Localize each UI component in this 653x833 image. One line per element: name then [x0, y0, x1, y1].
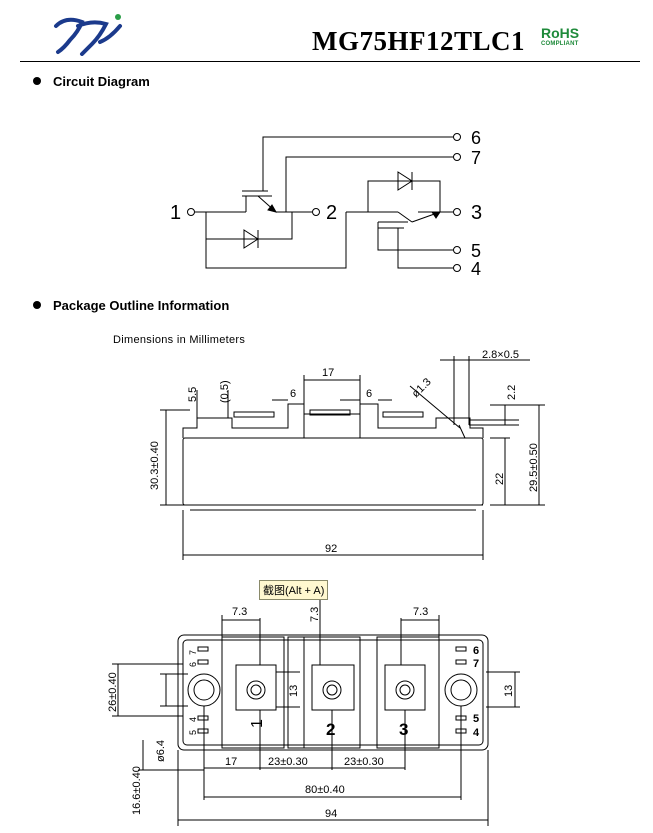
terminal-1-label: 1 — [170, 202, 181, 224]
dim-7p3-a: 7.3 — [232, 606, 247, 618]
pin-right-7: 7 — [473, 658, 479, 670]
dim-6a-side: 6 — [290, 388, 296, 400]
top-terminal-3: 3 — [399, 720, 408, 739]
header-rule — [20, 61, 640, 62]
dim-5p5: 5.5 — [187, 387, 199, 402]
rohs-badge: RoHS COMPLIANT — [541, 26, 579, 47]
dim-7p3-b: 7.3 — [309, 607, 321, 622]
dim-80: 80±0.40 — [305, 784, 345, 796]
dim-0p5: (0.5) — [219, 380, 231, 403]
pin-left-4: 4 — [188, 717, 198, 722]
dim-2p2: 2.2 — [506, 385, 518, 400]
terminal-2-label: 2 — [326, 202, 337, 224]
pin-right-6: 6 — [473, 645, 479, 657]
section-package-title: Package Outline Information — [53, 298, 230, 313]
rohs-label: RoHS — [541, 25, 580, 41]
bullet-icon — [33, 301, 41, 309]
dim-23-b: 23±0.30 — [344, 756, 384, 768]
terminal-6-label: 6 — [471, 128, 481, 148]
pin-right-4: 4 — [473, 727, 480, 739]
company-logo-icon — [54, 14, 122, 56]
section-circuit-title: Circuit Diagram — [53, 74, 150, 89]
section-circuit: Circuit Diagram — [33, 74, 150, 89]
dim-dia-6p4: ø6.4 — [155, 740, 167, 762]
terminal-3-label: 3 — [471, 202, 482, 224]
terminal-5-label: 5 — [471, 241, 481, 261]
dim-94: 94 — [325, 808, 337, 820]
dim-30p3: 30.3±0.40 — [149, 441, 161, 490]
dim-7p3-c: 7.3 — [413, 606, 428, 618]
screenshot-tooltip: 截图(Alt + A) — [259, 580, 329, 600]
dim-16p6: 16.6±0.40 — [131, 766, 143, 815]
terminal-4-label: 4 — [471, 259, 481, 279]
pin-left-7: 7 — [188, 650, 198, 655]
dim-17-top: 17 — [225, 756, 237, 768]
pin-right-5: 5 — [473, 713, 479, 725]
dim-2p8: 2.8×0.5 — [482, 349, 519, 361]
dim-13-a: 13 — [288, 685, 300, 697]
dim-17-side: 17 — [322, 367, 334, 379]
dim-29p5: 29.5±0.50 — [528, 443, 540, 492]
pin-left-6: 6 — [188, 662, 198, 667]
dim-26: 26±0.40 — [107, 672, 119, 712]
part-number: MG75HF12TLC1 — [312, 26, 525, 56]
top-terminal-1: 1 — [249, 719, 266, 728]
bullet-icon — [33, 77, 41, 85]
dimensions-note: Dimensions in Millimeters — [113, 334, 246, 346]
top-terminal-2: 2 — [326, 720, 335, 739]
dim-22: 22 — [494, 473, 506, 485]
dim-13-b: 13 — [503, 685, 515, 697]
rohs-sub: COMPLIANT — [541, 41, 579, 47]
dim-92: 92 — [325, 543, 337, 555]
section-package: Package Outline Information — [33, 298, 229, 313]
terminal-7-label: 7 — [471, 148, 481, 168]
dim-23-a: 23±0.30 — [268, 756, 308, 768]
dim-6b-side: 6 — [366, 388, 372, 400]
pin-left-5: 5 — [188, 730, 198, 735]
